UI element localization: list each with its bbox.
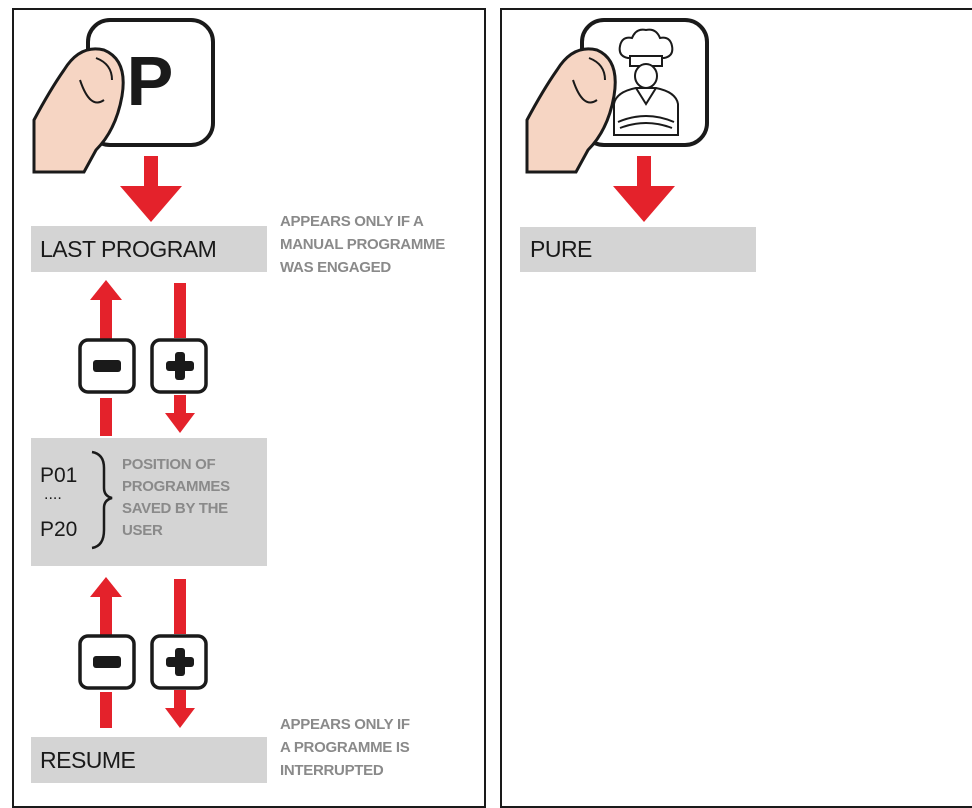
pure-label: PURE — [530, 236, 592, 262]
finger-press-icon — [525, 47, 617, 174]
chef-key-icon[interactable] — [580, 18, 709, 147]
programme-ellipsis: .... — [44, 486, 62, 503]
note-line: PROGRAMMES — [122, 478, 230, 495]
note-line: APPEARS ONLY IF — [280, 716, 410, 733]
note-line: POSITION OF — [122, 456, 216, 473]
note-line: USER — [122, 522, 163, 539]
note-line: INTERRUPTED — [280, 762, 384, 779]
note-line: WAS ENGAGED — [280, 259, 391, 276]
resume-label: RESUME — [40, 747, 136, 773]
p-key-letter: P — [127, 42, 174, 120]
note-line: A PROGRAMME IS — [280, 739, 410, 756]
p-key-icon[interactable]: P — [86, 18, 215, 147]
plus-key-icon[interactable] — [150, 338, 208, 394]
minus-key-icon[interactable] — [78, 634, 136, 690]
plus-key-icon[interactable] — [150, 634, 208, 690]
red-arrow-icon — [120, 156, 182, 222]
red-arrow-icon — [165, 579, 195, 728]
note-line: APPEARS ONLY IF A — [280, 213, 424, 230]
resume-box — [31, 737, 267, 783]
finger-press-icon — [32, 47, 125, 174]
red-arrow-icon — [165, 283, 195, 433]
last-program-label: LAST PROGRAM — [40, 236, 217, 262]
programmes-box — [31, 438, 267, 566]
red-arrow-icon — [90, 280, 122, 436]
pure-box — [520, 227, 756, 272]
note-line: MANUAL PROGRAMME — [280, 236, 445, 253]
programme-last-label: P20 — [40, 518, 78, 541]
resume-note: APPEARS ONLY IF A PROGRAMME IS INTERRUPT… — [280, 713, 410, 782]
red-arrow-icon — [613, 156, 675, 222]
last-program-box — [31, 226, 267, 272]
programmes-note: POSITION OF PROGRAMMES SAVED BY THE USER — [122, 454, 230, 542]
minus-key-icon[interactable] — [78, 338, 136, 394]
programme-first-label: P01 — [40, 464, 78, 487]
last-program-note: APPEARS ONLY IF A MANUAL PROGRAMME WAS E… — [280, 210, 445, 279]
red-arrow-icon — [90, 577, 122, 728]
note-line: SAVED BY THE — [122, 500, 228, 517]
